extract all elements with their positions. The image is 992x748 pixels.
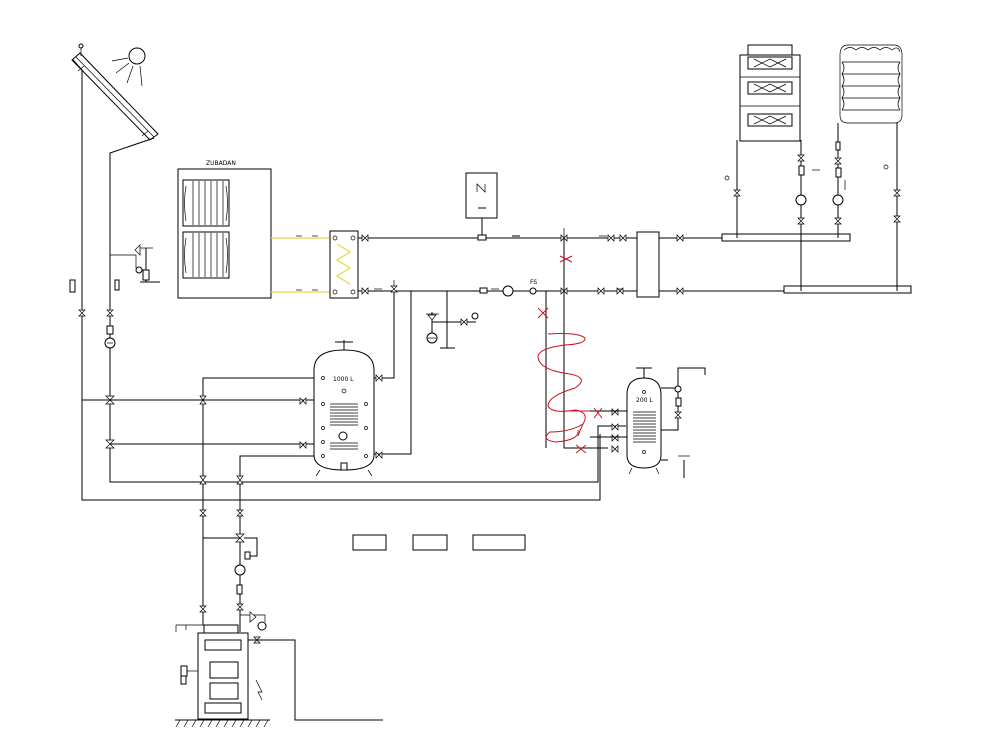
fan-coil-units (739, 44, 801, 142)
solar-collector (71, 43, 601, 501)
safety-group (426, 291, 479, 349)
solid-fuel-boiler (175, 624, 383, 728)
heat-pump-label: ZUBADAN (206, 160, 236, 167)
circulation-pump-icon (502, 285, 514, 297)
flow-switch-label: FS (530, 279, 537, 286)
panel-radiator (839, 44, 903, 124)
buffer-tank-label: 1000 L (333, 376, 354, 383)
return-pump-group: FS (479, 279, 568, 297)
buffer-tank-1000l: 1000 L (313, 340, 375, 477)
hydraulic-separator (632, 231, 664, 298)
control-box-3[interactable] (472, 534, 526, 551)
control-box-1[interactable] (352, 534, 387, 551)
supply-manifold (721, 233, 851, 242)
wall-boiler (465, 172, 498, 241)
dhw-tank-200l: 200 L (626, 367, 662, 475)
solar-pump-group (69, 244, 160, 349)
boiler-pump-icon (234, 564, 246, 576)
dhw-tank-label: 200 L (636, 397, 653, 404)
return-manifold (783, 285, 912, 294)
sun-icon (128, 47, 146, 65)
control-box-2[interactable] (412, 534, 448, 551)
heat-pump-unit: ZUBADAN (177, 160, 272, 299)
plate-heat-exchanger (329, 230, 359, 299)
red-markup (537, 255, 603, 454)
